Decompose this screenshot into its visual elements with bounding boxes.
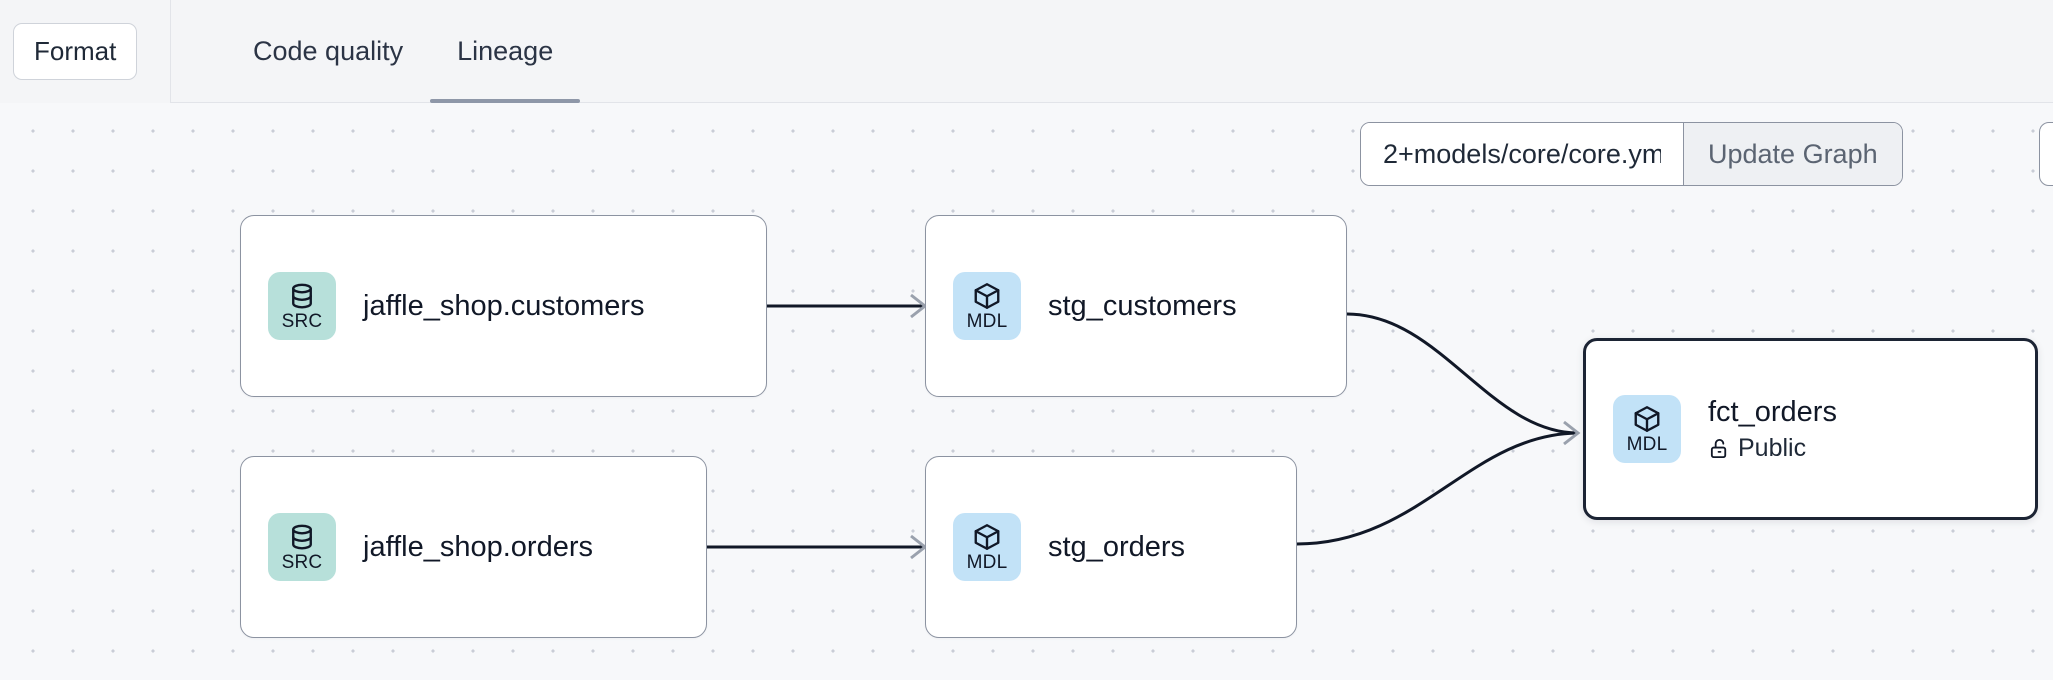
cube-icon bbox=[974, 283, 1000, 309]
node-title: stg_orders bbox=[1048, 530, 1186, 563]
format-button[interactable]: Format bbox=[13, 22, 138, 80]
lineage-node-jaffle-shop-orders[interactable]: SRC jaffle_shop.orders bbox=[240, 456, 707, 638]
node-title: jaffle_shop.customers bbox=[363, 289, 645, 322]
node-access-badge: Public bbox=[1708, 434, 1837, 463]
mdl-badge-label: MDL bbox=[1626, 434, 1668, 455]
toolbar-left-group: Format bbox=[0, 0, 171, 103]
lineage-node-jaffle-shop-customers[interactable]: SRC jaffle_shop.customers bbox=[240, 215, 767, 397]
mdl-badge: MDL bbox=[953, 513, 1021, 581]
mdl-badge: MDL bbox=[953, 272, 1021, 340]
unlock-icon bbox=[1710, 438, 1727, 458]
tab-lineage[interactable]: Lineage bbox=[430, 0, 581, 103]
src-badge: SRC bbox=[268, 272, 336, 340]
mdl-badge: MDL bbox=[1613, 395, 1681, 463]
node-body: stg_customers bbox=[1048, 289, 1237, 324]
node-title: stg_customers bbox=[1048, 289, 1237, 322]
graph-filter-group: Update Graph bbox=[1360, 122, 1903, 186]
side-panel-control-partial[interactable] bbox=[2039, 122, 2053, 186]
graph-selector-input[interactable] bbox=[1361, 123, 1683, 185]
database-icon bbox=[292, 524, 312, 550]
graph-controls: Update Graph bbox=[1360, 122, 1903, 186]
tab-code-quality[interactable]: Code quality bbox=[253, 35, 404, 66]
lineage-canvas[interactable]: SRC jaffle_shop.customers MDL stg_custom… bbox=[0, 103, 2053, 680]
tab-bar: Code quality Lineage bbox=[171, 0, 581, 103]
node-body: jaffle_shop.customers bbox=[363, 289, 645, 324]
node-title: fct_orders bbox=[1708, 396, 1837, 429]
src-badge: SRC bbox=[268, 513, 336, 581]
node-title: jaffle_shop.orders bbox=[363, 530, 594, 563]
database-icon bbox=[292, 283, 312, 309]
mdl-badge-label: MDL bbox=[966, 311, 1008, 332]
cube-icon bbox=[974, 524, 1000, 550]
lineage-node-stg-customers[interactable]: MDL stg_customers bbox=[925, 215, 1347, 397]
lineage-node-stg-orders[interactable]: MDL stg_orders bbox=[925, 456, 1297, 638]
update-graph-button[interactable]: Update Graph bbox=[1683, 123, 1902, 185]
node-body: jaffle_shop.orders bbox=[363, 530, 593, 565]
mdl-badge-label: MDL bbox=[966, 552, 1008, 573]
src-badge-label: SRC bbox=[281, 552, 323, 573]
node-body: stg_orders bbox=[1048, 530, 1185, 565]
cube-icon bbox=[1634, 406, 1660, 432]
src-badge-label: SRC bbox=[281, 311, 323, 332]
node-body: fct_orders Public bbox=[1708, 395, 1837, 463]
top-toolbar: Format Code quality Lineage bbox=[0, 0, 2053, 103]
node-access-label: Public bbox=[1738, 433, 1807, 462]
lineage-node-fct-orders[interactable]: MDL fct_orders Public bbox=[1583, 338, 2038, 520]
